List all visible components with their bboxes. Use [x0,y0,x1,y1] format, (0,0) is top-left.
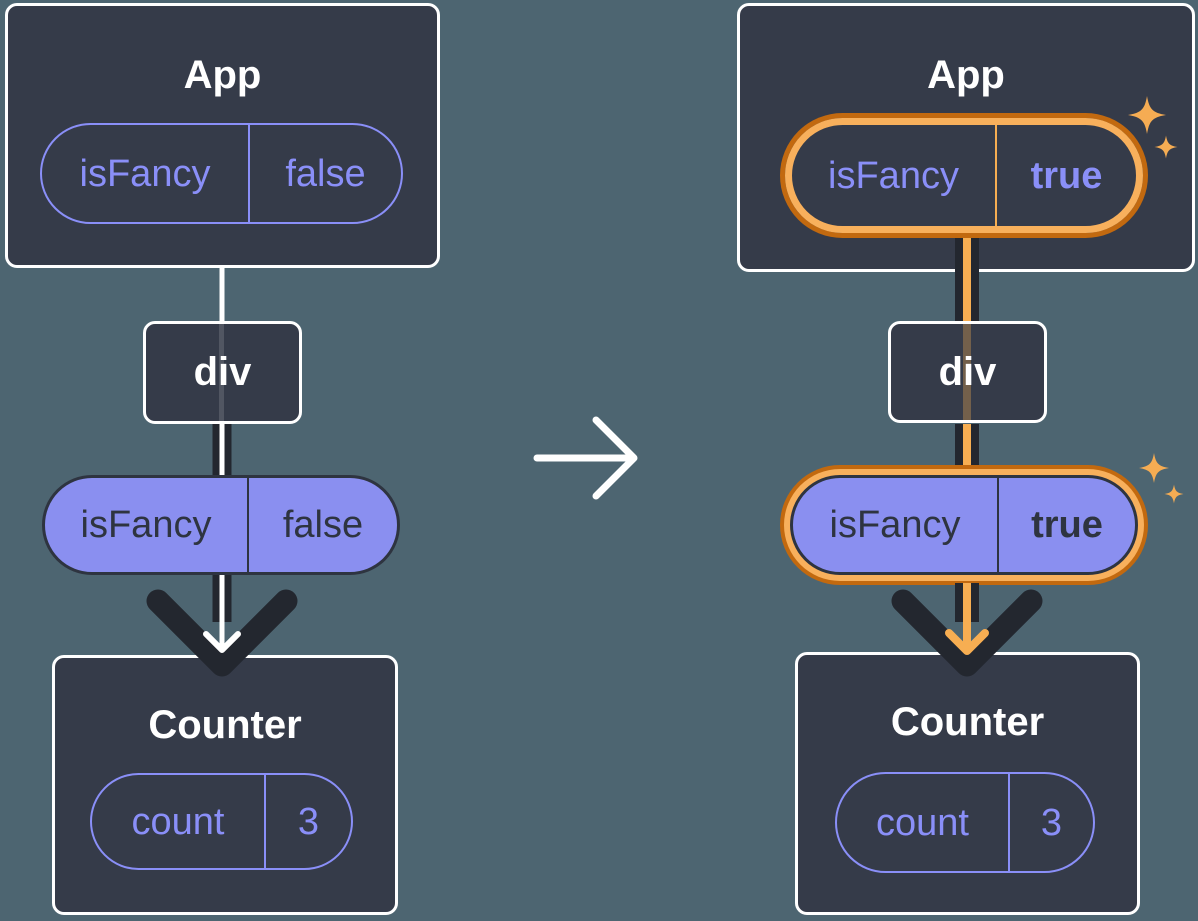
before-counter-component-box: Counter count 3 [52,655,398,915]
before-div-node-box: div [143,321,302,424]
state-name: isFancy [792,125,997,226]
after-passed-prop-pill-highlighted: isFancy true [790,475,1138,575]
state-name: isFancy [42,125,250,222]
after-prop-line-start [955,233,979,324]
prop-name: isFancy [45,478,249,572]
after-prop-arrow-tip [945,629,989,655]
before-prop-arrow-head [146,589,298,677]
prop-name: isFancy [793,478,999,572]
after-counter-state-pill: count 3 [835,772,1095,873]
after-prop-arrow-head [891,589,1043,677]
state-value: true [1030,154,1103,197]
state-value: 3 [297,800,320,843]
after-div-node-box: div [888,321,1047,423]
before-app-state-pill: isFancy false [40,123,403,224]
before-prop-arrow-tip [203,631,241,653]
before-counter-state-pill: count 3 [90,773,353,870]
after-app-state-pill-highlighted: isFancy true [785,118,1143,233]
after-counter-title: Counter [890,700,1045,744]
before-app-component-box: App isFancy false [5,3,440,268]
after-app-component-box: App isFancy true [737,3,1195,324]
prop-value: true [1031,504,1103,546]
sparkles-icon-prop [1139,453,1184,504]
state-name: count [837,774,1010,871]
after-counter-component-box: Counter count 3 [795,652,1140,915]
state-value: 3 [1040,801,1063,844]
prop-value: false [282,504,364,546]
after-line-behind-div [963,324,971,420]
before-counter-title: Counter [148,703,302,747]
before-app-title: App [183,53,262,97]
after-div-label: div [938,349,997,394]
state-value: false [285,152,366,195]
before-line-behind-div [219,324,224,421]
sparkles-icon-app [1128,96,1178,159]
state-name: count [92,775,266,868]
transition-arrow-icon [533,416,638,500]
before-passed-prop-pill: isFancy false [42,475,400,575]
after-app-title: App [927,53,1005,97]
before-div-label: div [193,350,252,394]
